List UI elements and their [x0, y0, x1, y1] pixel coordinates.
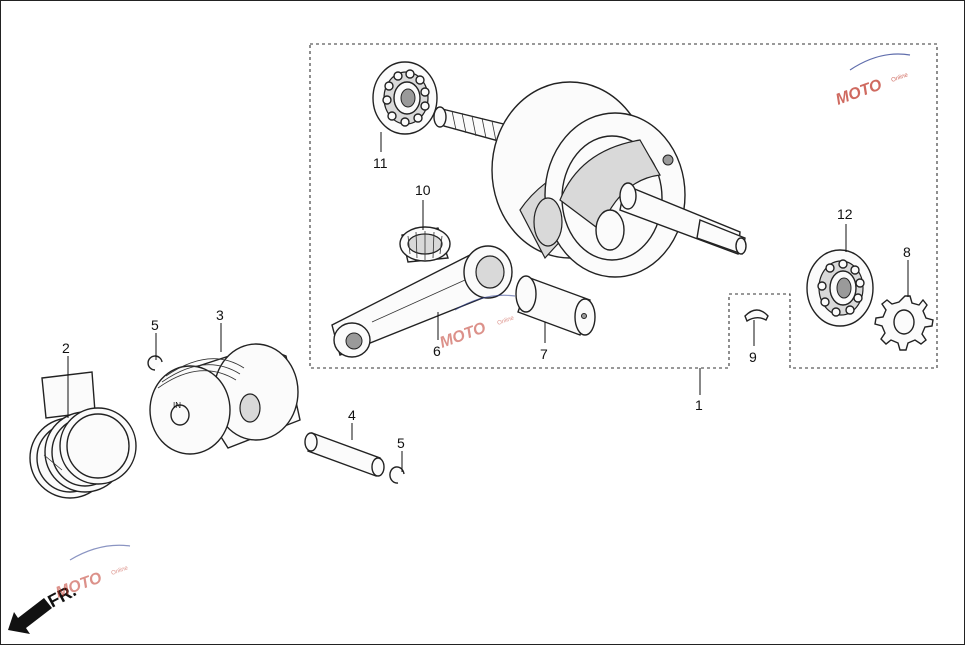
watermark-logo: MOTO Online — [54, 544, 131, 602]
callout-8: 8 — [903, 244, 911, 260]
bearing-left — [372, 61, 438, 135]
watermark-subtext: Online — [891, 72, 910, 84]
callout-6: 6 — [433, 343, 441, 359]
needle-bearing — [399, 226, 451, 263]
watermark-text: MOTO — [438, 319, 489, 351]
callout-9: 9 — [749, 349, 757, 365]
callout-4: 4 — [348, 407, 356, 423]
watermark-logo: MOTO Online — [834, 53, 911, 109]
circlip-upper — [147, 355, 163, 371]
leader-lines — [67, 132, 909, 472]
callout-12: 12 — [837, 206, 853, 222]
callout-1: 1 — [695, 397, 703, 413]
crankshaft — [433, 81, 747, 278]
watermark-subtext: Online — [111, 565, 130, 577]
connecting-rod — [331, 245, 513, 358]
piston — [149, 343, 301, 455]
assembly-boundary — [309, 43, 938, 369]
watermark-text: MOTO — [834, 76, 885, 108]
callout-5-upper: 5 — [151, 317, 159, 333]
callout-2: 2 — [62, 340, 70, 356]
watermark-subtext: Online — [497, 315, 516, 327]
crank-pin — [515, 275, 596, 336]
callout-10: 10 — [415, 182, 431, 198]
timing-sprocket — [874, 295, 934, 351]
callout-7: 7 — [540, 346, 548, 362]
piston-pin — [304, 432, 385, 477]
callout-5-lower: 5 — [397, 435, 405, 451]
front-arrow-icon — [8, 598, 52, 634]
woodruff-key — [744, 309, 769, 323]
piston-in-mark: IN — [173, 401, 181, 410]
bearing-right — [806, 249, 874, 327]
piston-rings — [29, 371, 137, 499]
callout-11: 11 — [373, 155, 388, 171]
callout-labels: 1 2 3 4 5 5 6 7 8 9 10 11 12 — [62, 155, 911, 451]
callout-3: 3 — [216, 307, 224, 323]
watermark-text: MOTO — [54, 569, 105, 601]
